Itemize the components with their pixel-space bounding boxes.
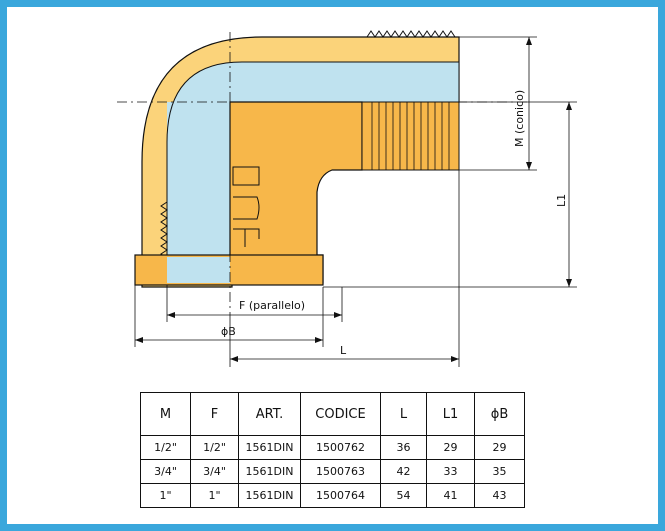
male-thread-lines (371, 102, 450, 170)
table-row: 1" 1" 1561DIN 1500764 54 41 43 (140, 483, 525, 508)
cell-l1: 33 (426, 459, 475, 484)
cell-f: 1" (190, 483, 239, 508)
cell-l: 54 (380, 483, 427, 508)
table-row: 3/4" 3/4" 1561DIN 1500763 42 33 35 (140, 459, 525, 484)
cell-art: 1561DIN (238, 435, 301, 460)
dimension-arrows (135, 37, 572, 362)
m-conico-label: M (conico) (513, 90, 526, 147)
bottom-flange-bore (167, 257, 230, 283)
cell-codice: 1500762 (300, 435, 381, 460)
cell-f: 3/4" (190, 459, 239, 484)
cell-dia-b: 29 (474, 435, 525, 460)
header-codice: CODICE (300, 392, 381, 436)
cell-f: 1/2" (190, 435, 239, 460)
cell-codice: 1500763 (300, 459, 381, 484)
cell-l1: 41 (426, 483, 475, 508)
drawing-frame: M (conico) L1 F (parallelo) ϕB L M F ART… (7, 7, 658, 524)
female-thread-teeth (160, 201, 168, 259)
top-thread-teeth (366, 30, 456, 38)
male-thread (361, 101, 460, 171)
header-l: L (380, 392, 427, 436)
cell-art: 1561DIN (238, 459, 301, 484)
l1-label: L1 (555, 194, 568, 207)
cell-l: 36 (380, 435, 427, 460)
header-dia-b: ϕB (474, 392, 525, 436)
header-f: F (190, 392, 239, 436)
l-label: L (340, 344, 347, 357)
cell-m: 1" (140, 483, 191, 508)
header-l1: L1 (426, 392, 475, 436)
dimension-lines (134, 36, 577, 367)
cell-l1: 29 (426, 435, 475, 460)
header-art: ART. (238, 392, 301, 436)
cell-m: 3/4" (140, 459, 191, 484)
cell-art: 1561DIN (238, 483, 301, 508)
dia-b-label: ϕB (221, 325, 236, 338)
elbow-fitting-drawing: M (conico) L1 F (parallelo) ϕB L (117, 30, 577, 367)
cell-l: 42 (380, 459, 427, 484)
table-header-row: M F ART. CODICE L L1 ϕB (140, 392, 525, 436)
cell-dia-b: 35 (474, 459, 525, 484)
embossed-logo (232, 166, 260, 247)
header-m: M (140, 392, 191, 436)
cell-codice: 1500764 (300, 483, 381, 508)
spec-table: M F ART. CODICE L L1 ϕB 1/2" 1/2" 1561DI… (140, 392, 525, 508)
f-parallelo-label: F (parallelo) (239, 299, 305, 312)
cell-dia-b: 43 (474, 483, 525, 508)
cell-m: 1/2" (140, 435, 191, 460)
table-row: 1/2" 1/2" 1561DIN 1500762 36 29 29 (140, 435, 525, 460)
